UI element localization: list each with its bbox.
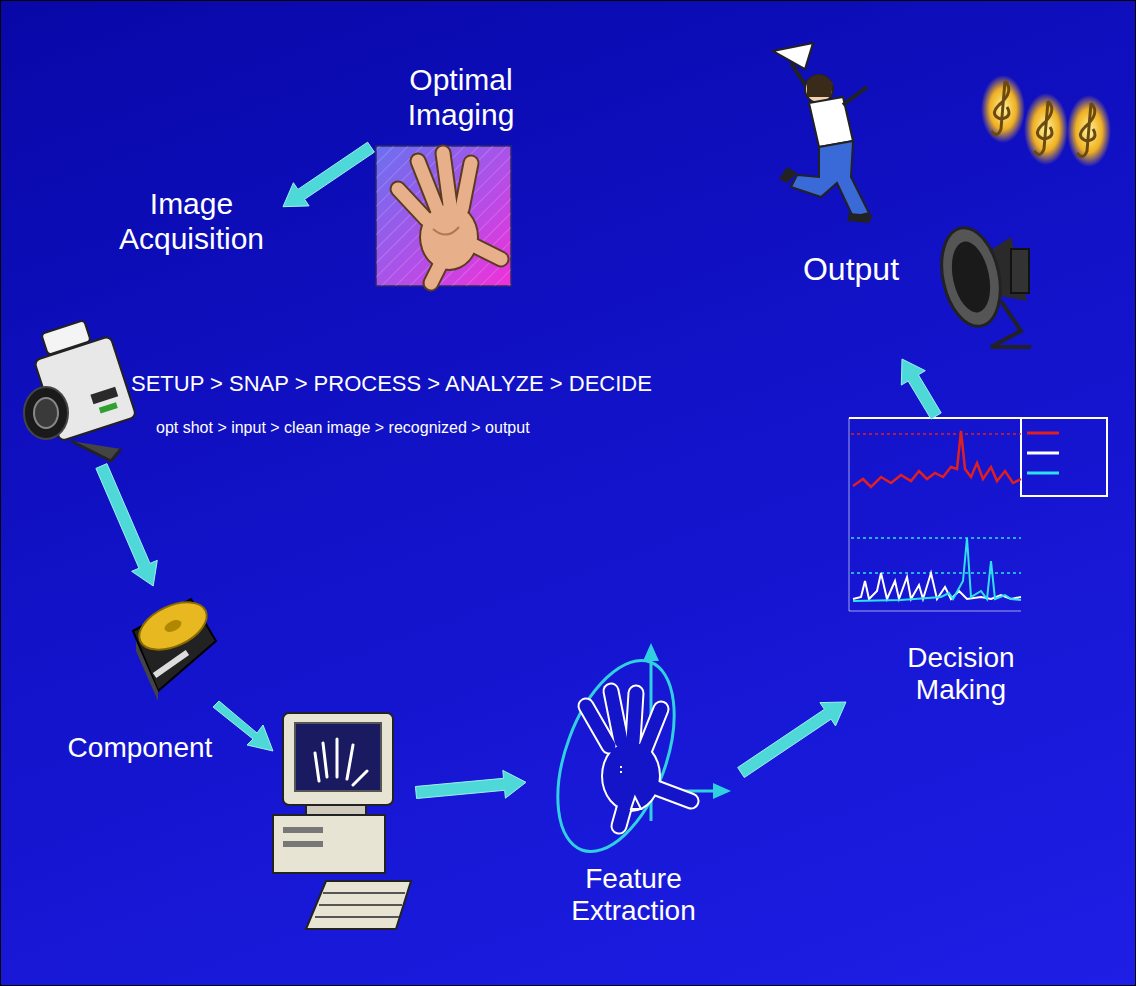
flow-arrow xyxy=(283,142,374,207)
flow-arrow xyxy=(738,702,846,778)
feature-hand xyxy=(535,643,731,867)
dancer xyxy=(773,43,873,223)
hand-photo xyxy=(376,146,511,286)
output-stage: Output xyxy=(756,36,1121,359)
flow-arrow xyxy=(415,770,526,798)
music-notes xyxy=(981,75,1111,167)
feature-stage: Feature Extraction xyxy=(526,636,741,961)
stage-label: Output xyxy=(776,251,926,288)
video-camera xyxy=(24,320,136,461)
signal-chart xyxy=(849,418,1107,611)
stage-label: Image Acquisition xyxy=(104,187,279,256)
decision-stage: Decision Making xyxy=(846,416,1111,741)
stage-label: Component xyxy=(55,732,225,764)
flow-arrow xyxy=(901,359,941,419)
hard-disk xyxy=(132,593,216,701)
stage-label: Optimal Imaging xyxy=(381,63,541,132)
imaging-stage: Optimal Imaging xyxy=(371,59,551,291)
flow-arrow xyxy=(96,464,157,586)
arrow xyxy=(213,701,273,751)
stage-label: Decision Making xyxy=(876,642,1046,706)
process-line: SETUP > SNAP > PROCESS > ANALYZE > DECID… xyxy=(131,371,652,397)
component-stage: Component xyxy=(51,586,416,936)
computer xyxy=(273,713,411,929)
stage-label: Feature Extraction xyxy=(546,863,721,927)
process-line: opt shot > input > clean image > recogni… xyxy=(156,419,530,437)
loudspeaker xyxy=(933,222,1031,347)
